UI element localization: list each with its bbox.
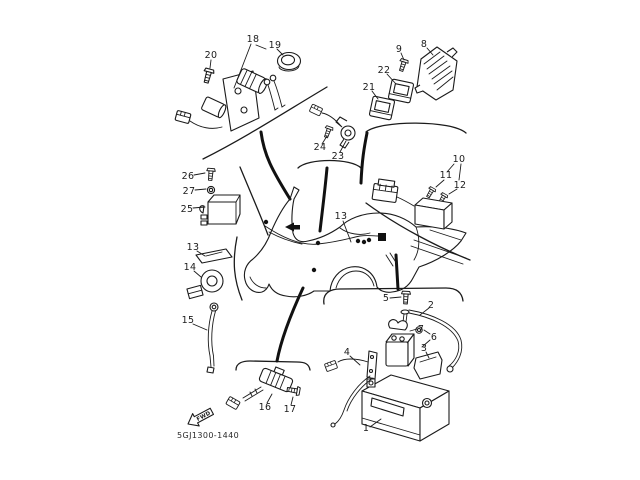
battery-drawing: [323, 350, 450, 442]
part-label-2: 2: [428, 300, 434, 311]
switch-16-connector: [225, 395, 241, 411]
relay-cover-3: [413, 351, 443, 380]
sensor-connector: [308, 103, 324, 117]
part-number-labels: 20 18 19 9 8 22 21 24 23 26 27 25 10 11 …: [181, 34, 467, 434]
bolt-9: [396, 57, 410, 73]
part-label-15: 15: [182, 315, 195, 326]
part-label-7: 7: [418, 324, 424, 335]
location-marker-square: [378, 233, 386, 241]
part-label-12: 12: [454, 180, 467, 191]
part-label-10: 10: [453, 154, 466, 165]
leader-lines: [192, 43, 462, 428]
horn-drawing: [186, 248, 233, 300]
fwd-arrow: FWD: [187, 407, 215, 427]
part-label-20: 20: [205, 50, 218, 61]
screw-11: [424, 185, 437, 200]
part-label-9: 9: [396, 44, 402, 55]
part-label-1: 1: [363, 423, 369, 434]
cdi-unit-drawing: [371, 178, 453, 230]
nut-27: [206, 185, 216, 195]
part-label-6: 6: [431, 332, 437, 343]
part-label-13b: 13: [335, 211, 348, 222]
part-label-14: 14: [184, 262, 197, 273]
starter-cable-2: [408, 309, 463, 369]
callout-wedges: [259, 130, 400, 363]
battery-terminal-left: [366, 378, 376, 388]
bolt-20: [200, 67, 216, 85]
wire-harness-line: [264, 225, 381, 245]
main-switch-drawing: [174, 51, 302, 132]
fwd-arrow-label: FWD: [196, 410, 212, 422]
switch-16-drawing: [225, 366, 301, 411]
part-label-21: 21: [363, 82, 376, 93]
part-label-27: 27: [183, 186, 196, 197]
part-label-19: 19: [269, 40, 282, 51]
part-label-5: 5: [383, 293, 389, 304]
bolt-5: [400, 290, 412, 305]
part-label-18: 18: [247, 34, 260, 45]
keys-drawing: [263, 74, 286, 111]
part-label-16: 16: [259, 402, 272, 413]
figure-code: 5GJ1300-1440: [177, 431, 239, 440]
pickup-sensor-drawing: [308, 103, 356, 149]
part-label-17: 17: [284, 404, 297, 415]
part-label-22: 22: [378, 65, 391, 76]
bolt-26: [205, 167, 216, 182]
part-label-11: 11: [440, 170, 453, 181]
region-dividers: [202, 86, 471, 371]
part-label-3: 3: [421, 343, 427, 354]
part-label-4: 4: [344, 347, 350, 358]
part-label-13: 13: [187, 242, 200, 253]
part-label-24: 24: [314, 142, 327, 153]
switch-cap-drawing: [276, 51, 302, 72]
starter-relay-drawing: [385, 290, 463, 380]
scooter-silhouette: [243, 186, 467, 298]
rectifier-drawing: [396, 46, 458, 101]
direction-marker-arrow: [285, 222, 300, 232]
part-label-25: 25: [181, 204, 194, 215]
bolt-24: [321, 124, 335, 140]
relay-assembly-drawing: [199, 167, 241, 226]
lead-wire-drawing: [206, 302, 219, 374]
damper-drawings: [368, 78, 415, 121]
part-label-26: 26: [182, 171, 195, 182]
battery-lead-4: [323, 350, 378, 428]
part-label-23: 23: [332, 151, 345, 162]
switch-connector: [174, 109, 192, 125]
battery-terminal-right: [421, 397, 433, 409]
part-label-8: 8: [421, 39, 427, 50]
